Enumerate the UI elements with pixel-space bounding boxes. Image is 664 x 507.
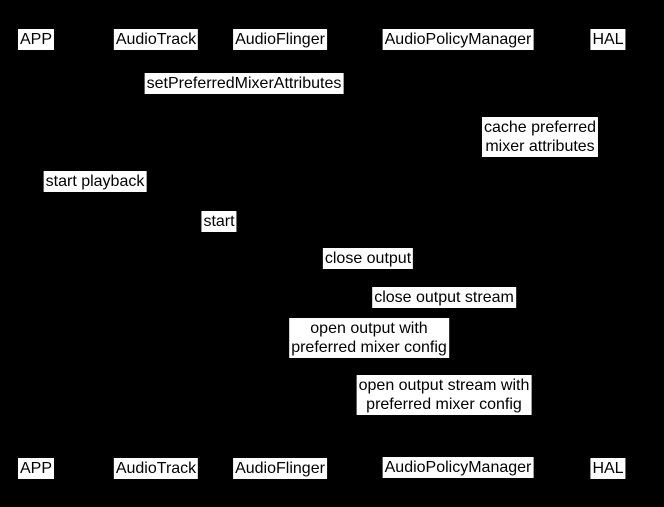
participant-top-audiotrack: AudioTrack [113,29,199,50]
message-start-playback: start playback [43,171,147,192]
participant-top-audiopolicymanager: AudioPolicyManager [382,29,534,50]
message-close-output-stream: close output stream [372,287,516,308]
message-cache-preferred-mixer-attributes: cache preferred mixer attributes [481,117,599,157]
participant-bottom-audiotrack: AudioTrack [113,458,199,479]
participant-bottom-audiopolicymanager: AudioPolicyManager [382,457,534,478]
participant-top-app: APP [17,29,55,50]
message-start: start [201,211,237,232]
participant-bottom-app: APP [17,458,55,479]
participant-top-audioflinger: AudioFlinger [233,29,327,50]
participant-bottom-audioflinger: AudioFlinger [233,458,327,479]
participant-top-hal: HAL [590,29,626,50]
message-close-output: close output [322,248,414,269]
message-open-output-stream-with-preferred-mixer-config: open output stream with preferred mixer … [356,375,532,415]
participant-bottom-hal: HAL [590,458,626,479]
message-open-output-with-preferred-mixer-config: open output with preferred mixer config [289,318,449,358]
message-set-preferred-mixer-attributes: setPreferredMixerAttributes [144,73,344,94]
